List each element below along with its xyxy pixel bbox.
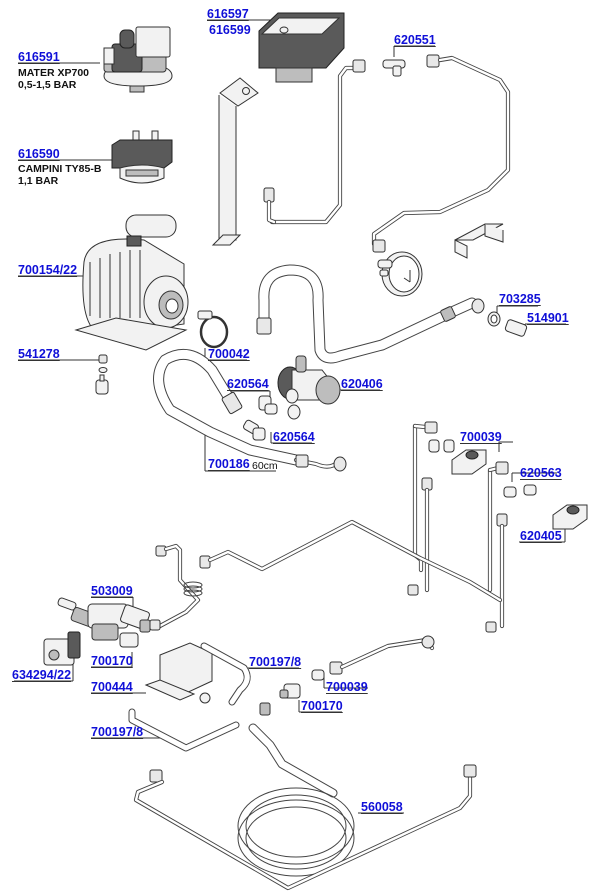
part-label-616599[interactable]: 616599 <box>209 23 251 37</box>
bottom-long-pipe <box>133 764 477 891</box>
pump-motor-illustration <box>74 214 189 351</box>
part-label-560058[interactable]: 560058 <box>361 800 403 814</box>
part-label-616590[interactable]: 616590 <box>18 147 60 161</box>
part-label-620551[interactable]: 620551 <box>394 33 436 47</box>
part-label-700197-8-a[interactable]: 700197/8 <box>249 655 302 669</box>
part-label-616591[interactable]: 616591 <box>18 50 60 64</box>
motor-foot-illustration <box>95 354 109 395</box>
right-pipe-group <box>407 421 509 633</box>
pressure-switch-campini-illustration <box>111 130 173 184</box>
part-label-620564-b[interactable]: 620564 <box>273 430 315 444</box>
solenoid-coil-illustration <box>43 631 81 666</box>
washer-illustration <box>487 311 501 327</box>
middle-long-pipe <box>199 519 503 603</box>
valve-group-illustration <box>57 597 151 648</box>
mounting-bracket-illustration <box>211 77 259 246</box>
part-desc-616590-model: CAMPINI TY85-B <box>18 163 102 175</box>
pipe-to-700039 <box>329 635 435 675</box>
part-label-620563[interactable]: 620563 <box>520 466 562 480</box>
part-label-634294-22[interactable]: 634294/22 <box>12 668 72 682</box>
part-label-700039-a[interactable]: 700039 <box>460 430 502 444</box>
part-label-700197-8-b[interactable]: 700197/8 <box>91 725 144 739</box>
part-desc-616591-range: 0,5-1,5 BAR <box>18 79 77 91</box>
part-label-620406[interactable]: 620406 <box>341 377 383 391</box>
part-label-700154-22[interactable]: 700154/22 <box>18 263 78 277</box>
tee-fitting-illustration <box>382 59 406 77</box>
nipple-fitting-illustration <box>504 319 528 337</box>
elbow-fitting-a-illustration <box>258 395 278 415</box>
pressure-switch-mater-illustration <box>103 26 173 93</box>
elbow-620563-illustration <box>503 484 537 498</box>
elbow-fitting-b-illustration <box>243 419 266 441</box>
hose-700186-illustration <box>153 348 347 472</box>
drip-tray-illustration <box>144 642 213 704</box>
part-label-700186[interactable]: 700186 <box>208 457 250 471</box>
part-label-541278[interactable]: 541278 <box>18 347 60 361</box>
flowmeter-b-illustration <box>552 504 588 530</box>
fitting-700039-illustration <box>311 669 325 681</box>
flowmeter-a-illustration <box>428 439 487 475</box>
coil-pipe <box>149 543 203 631</box>
pipe-to-gauge <box>371 54 511 253</box>
pipe-upper-left <box>263 59 366 225</box>
part-desc-616590-range: 1,1 BAR <box>18 175 59 187</box>
pump-head-illustration <box>277 355 341 420</box>
coiled-hose-illustration <box>237 723 355 877</box>
part-label-620564-a[interactable]: 620564 <box>227 377 269 391</box>
part-length-700186: 60cm <box>252 460 278 472</box>
flex-hose-illustration <box>256 264 485 364</box>
pressurestat-illustration <box>258 12 345 83</box>
tube-700197-lower <box>128 708 240 752</box>
part-label-700039-b[interactable]: 700039 <box>326 680 368 694</box>
part-label-703285[interactable]: 703285 <box>499 292 541 306</box>
connector-illustration <box>259 702 271 716</box>
part-label-616597[interactable]: 616597 <box>207 7 249 21</box>
part-label-514901[interactable]: 514901 <box>527 311 569 325</box>
part-desc-616591-model: MATER XP700 <box>18 67 89 79</box>
tube-700197-upper <box>200 642 251 706</box>
part-label-620405[interactable]: 620405 <box>520 529 562 543</box>
hose-clamp-illustration <box>197 310 229 349</box>
part-label-700170-b[interactable]: 700170 <box>301 699 343 713</box>
pressure-gauge-illustration <box>377 251 423 297</box>
gauge-bracket-illustration <box>454 223 504 259</box>
part-label-700444[interactable]: 700444 <box>91 680 133 694</box>
part-label-700042[interactable]: 700042 <box>208 347 250 361</box>
part-label-700170-a[interactable]: 700170 <box>91 654 133 668</box>
part-label-503009[interactable]: 503009 <box>91 584 133 598</box>
fitting-700170-illustration <box>279 683 301 699</box>
